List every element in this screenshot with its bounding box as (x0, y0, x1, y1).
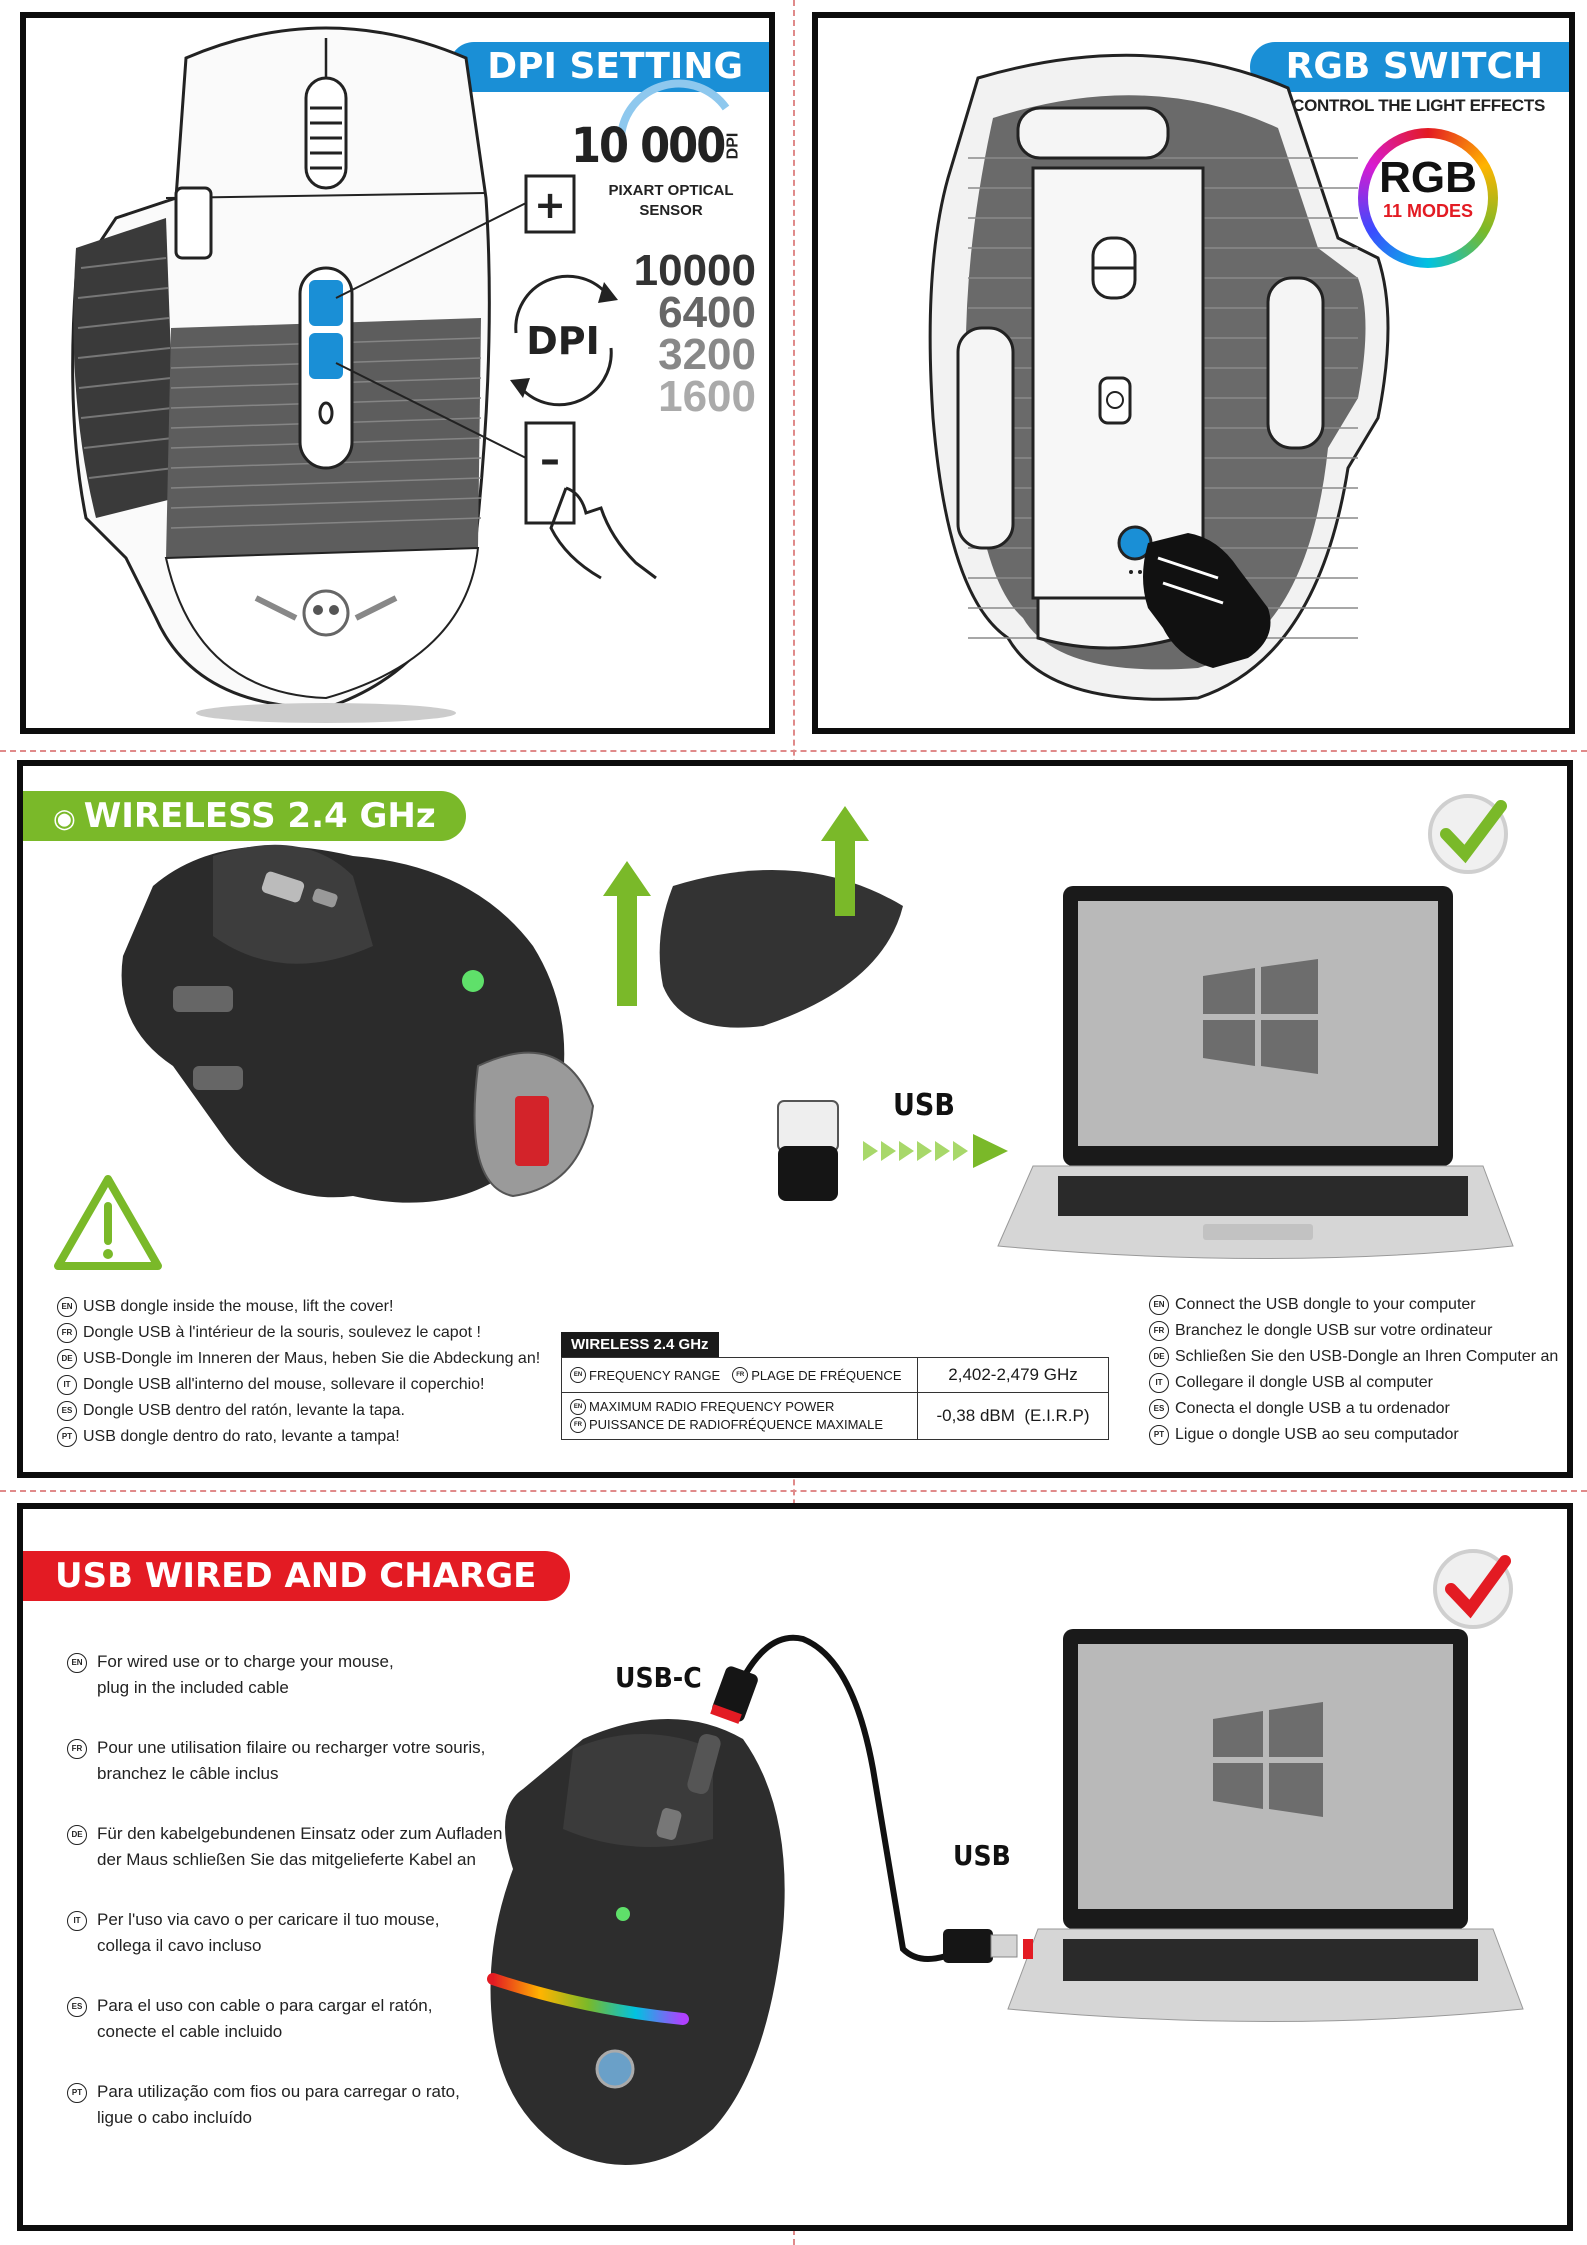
usb-dongle-icon (777, 1100, 839, 1201)
wireless-panel: ◉WIRELESS 2.4 GHz (17, 760, 1573, 1478)
plus-symbol: + (534, 183, 566, 227)
sensor-readout: 10 000 DPI (571, 118, 747, 174)
spec-value-power: -0,38 dBM (E.I.R.P) (936, 1406, 1090, 1425)
rgb-switch-panel: RGB SWITCH CONTROL THE LIGHT EFFECTS RGB… (812, 12, 1575, 734)
check-mark-icon (1428, 794, 1508, 874)
sensor-caption-line: SENSOR (639, 202, 703, 219)
warning-icon (54, 1175, 162, 1270)
laptop-icon (1007, 1629, 1524, 2022)
dpi-cycle-icon (510, 274, 618, 407)
mouse-top-illustration: + – DPI (71, 26, 730, 723)
spec-table-header: WIRELESS 2.4 GHz (561, 1332, 719, 1357)
wireless-title-pill: ◉WIRELESS 2.4 GHz (23, 791, 466, 841)
minus-symbol: – (540, 437, 560, 483)
wifi-icon: ◉ (53, 804, 76, 834)
minus-button-icon: – (524, 421, 576, 525)
rgb-badge-title: RGB (1379, 153, 1477, 202)
dpi-levels: 10000 6400 3200 1600 (626, 246, 756, 421)
lift-arrow-icon (603, 806, 869, 1006)
dpi-badge: DPI (526, 319, 600, 363)
rgb-switch-title: RGB SWITCH (1249, 42, 1569, 92)
connect-arrow-icon (863, 1134, 1008, 1168)
dpi-setting-panel: DPI SETTING (20, 12, 775, 734)
wireless-illustration (54, 794, 1514, 1270)
sensor-value: 10 000 (571, 118, 726, 174)
gauge-arc-icon (617, 79, 730, 137)
windows-logo-icon (1203, 959, 1318, 1074)
skull-logo-icon (254, 589, 398, 637)
pressing-hand-icon (1143, 533, 1271, 668)
mouse-bottom-illustration (928, 53, 1390, 701)
dpi-level-6400: 6400 (658, 288, 756, 337)
pointing-hand-icon (565, 486, 657, 580)
check-mark-icon (1433, 1549, 1513, 1629)
usb-c-label: USB-C (615, 1661, 702, 1694)
usb-cable-icon (730, 1634, 965, 1962)
sensor-unit: DPI (724, 132, 742, 160)
rgb-modes-badge: RGB 11 MODES (1358, 128, 1498, 268)
wireless-title: WIRELESS 2.4 GHz (83, 796, 436, 836)
laptop-icon (997, 886, 1514, 1259)
rgb-switch-subtitle: CONTROL THE LIGHT EFFECTS (1292, 96, 1545, 115)
sensor-window-icon (1098, 376, 1132, 425)
sensor-caption: PIXART OPTICAL SENSOR (601, 181, 741, 221)
windows-logo-icon (1213, 1702, 1323, 1817)
dpi-level-1600: 1600 (658, 372, 756, 421)
wired-illustration (487, 1549, 1524, 2165)
rgb-badge-modes: 11 MODES (1382, 201, 1474, 221)
sensor-caption-line: PIXART OPTICAL (608, 182, 734, 199)
dpi-level-10000: 10000 (633, 246, 756, 295)
usb-label: USB (893, 1088, 955, 1123)
plus-button-icon: + (524, 174, 576, 234)
spec-value-frequency: 2,402-2,479 GHz (948, 1365, 1078, 1384)
dpi-setting-title: DPI SETTING (449, 42, 769, 92)
usb-wired-title: USB WIRED AND CHARGE (23, 1551, 571, 1601)
dpi-level-3200: 3200 (658, 330, 756, 379)
usb-label: USB (953, 1839, 1011, 1872)
skull-logo-icon (595, 2049, 635, 2089)
